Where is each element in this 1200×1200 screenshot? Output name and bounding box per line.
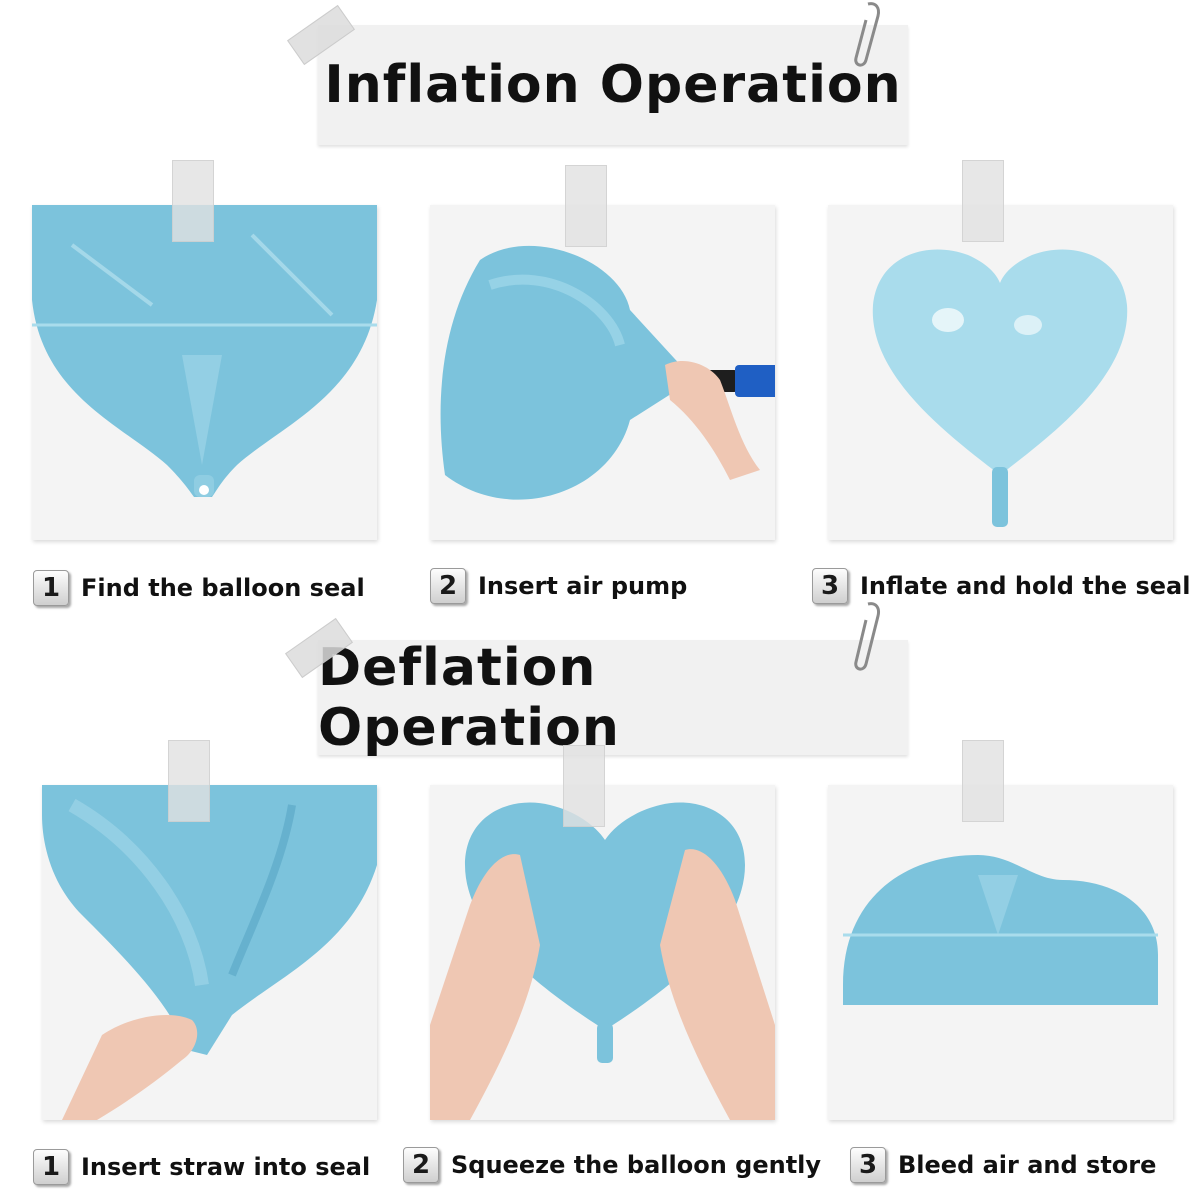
inflation-title: Inflation Operation [324,55,902,115]
tape-strip [962,160,1004,242]
deflation-step-2: 2 Squeeze the balloon gently [403,1145,821,1185]
tape-strip [172,160,214,242]
squeeze-balloon-image [430,802,775,1120]
deflation-photo-bleed-store [828,785,1173,1120]
deflation-step-1: 1 Insert straw into seal [33,1147,370,1187]
inflation-banner: Inflation Operation [318,25,908,145]
step-label: Inflate and hold the seal [860,572,1191,600]
paperclip-icon [854,602,880,671]
inflation-photo-find-seal [32,205,377,540]
flat-balloon-image [32,205,377,497]
pump-balloon-image [440,245,775,500]
deflation-photo-squeeze [430,785,775,1120]
step-number-badge: 2 [430,568,466,604]
deflation-title: Deflation Operation [318,637,620,758]
step-number-badge: 1 [33,1149,69,1185]
step-label: Insert straw into seal [81,1153,371,1181]
inflated-heart-balloon-image [872,249,1128,527]
deflation-step-3: 3 Bleed air and store [850,1145,1156,1185]
step-number-badge: 3 [812,568,848,604]
step-number-badge: 1 [33,570,69,606]
deflation-banner: Deflation Operation [318,637,908,758]
tape-strip [565,165,607,247]
inflation-photo-insert-pump [430,205,775,540]
tape-strip [168,740,210,822]
step-number-badge: 2 [403,1147,439,1183]
deflation-photo-insert-straw [42,785,377,1120]
step-label: Insert air pump [478,572,688,600]
deflated-balloon-image [843,855,1158,1005]
step-number-badge: 3 [850,1147,886,1183]
inflation-step-2: 2 Insert air pump [430,566,687,606]
inflation-step-3: 3 Inflate and hold the seal [812,566,1190,606]
inflation-photo-inflate [828,205,1173,540]
step-label: Bleed air and store [898,1151,1157,1179]
tape-strip [563,745,605,827]
step-label: Find the balloon seal [81,574,365,602]
tape-strip [962,740,1004,822]
straw-balloon-image [42,785,377,1120]
paperclip-icon [854,2,880,67]
step-label: Squeeze the balloon gently [451,1151,822,1179]
inflation-step-1: 1 Find the balloon seal [33,568,365,608]
